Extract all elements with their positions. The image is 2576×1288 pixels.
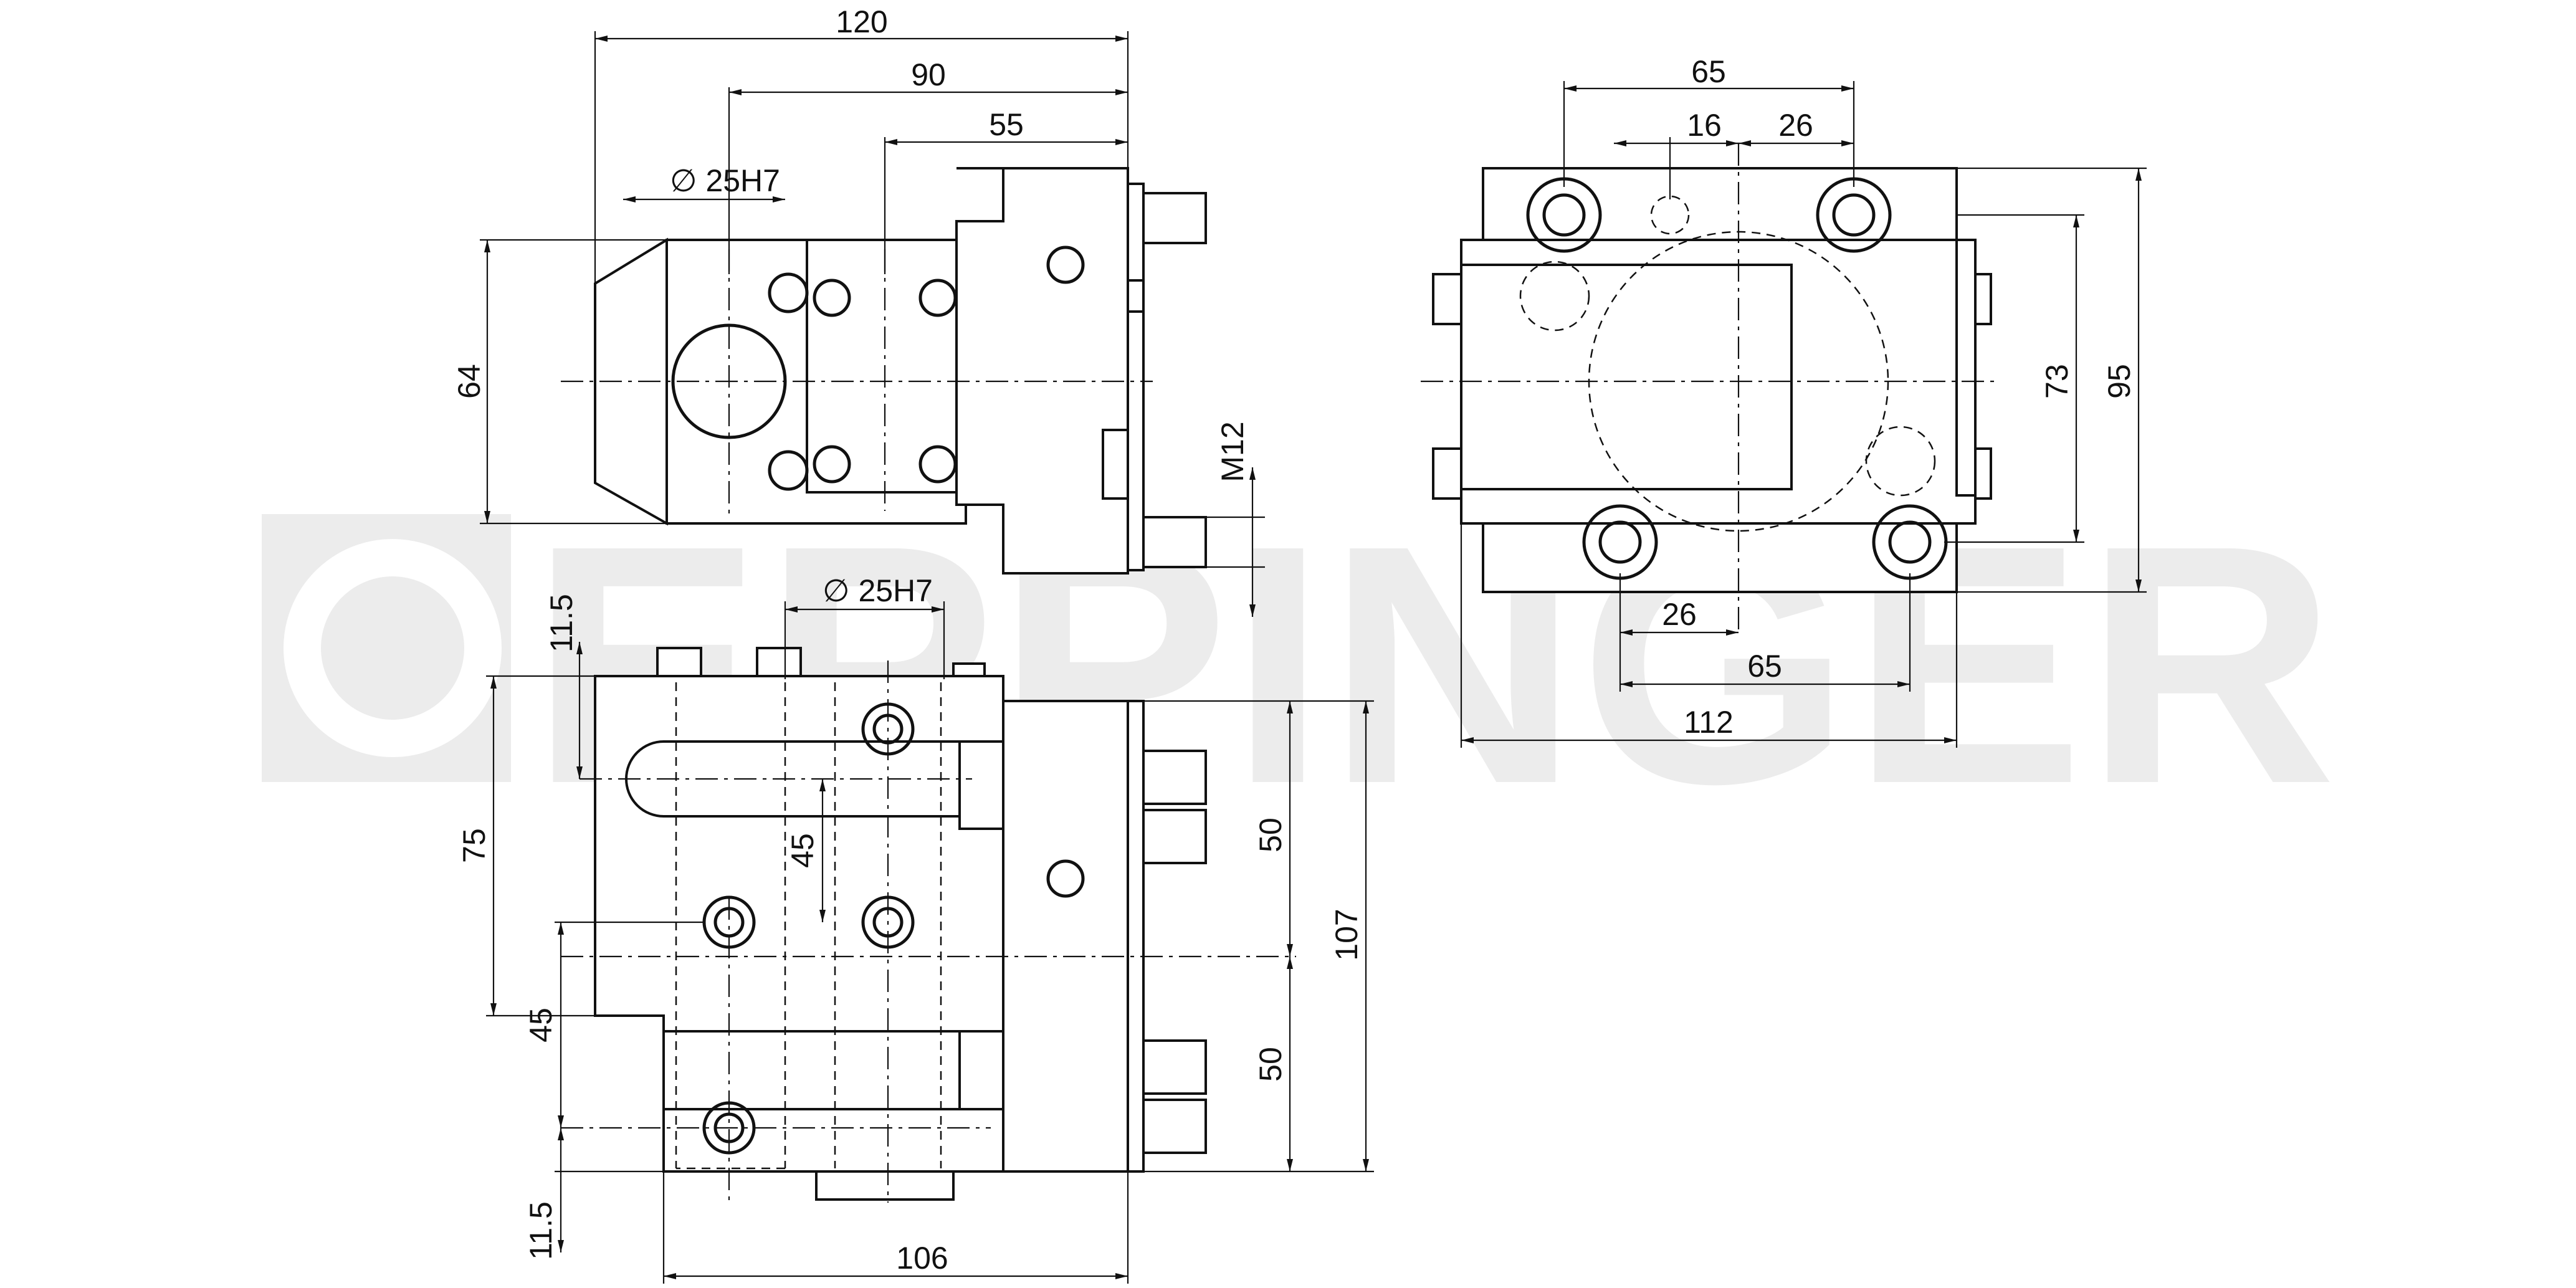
dim-26-top: 26: [1778, 108, 1813, 143]
dim-107: 107: [1329, 909, 1364, 960]
top-view-tab-top-1: [656, 647, 702, 677]
top-view-flange-plate: [1127, 700, 1145, 1173]
top-view-screw-1-inner: [872, 713, 904, 745]
top-view-screw-1: [861, 702, 915, 756]
front-view-screw-2: [813, 279, 851, 317]
side-view-bolt-3-inner: [1598, 520, 1642, 564]
front-view-notch: [1127, 279, 1145, 313]
side-view-right-plate: [1955, 239, 1977, 497]
front-view-key: [1102, 429, 1129, 500]
side-view: 65 16 26 73 95 26 65 112: [1421, 54, 2147, 748]
dim-50-lower: 50: [1253, 1047, 1288, 1082]
side-view-bolt-2-inner: [1832, 193, 1876, 237]
side-view-hidden-hole-3: [1865, 426, 1936, 497]
dim-106: 106: [896, 1241, 948, 1276]
side-view-tab-1: [1432, 273, 1462, 325]
front-view-screw-5: [768, 450, 809, 491]
side-view-slide: [1460, 264, 1793, 490]
side-view-hidden-hole-2: [1519, 260, 1590, 332]
top-view-screw-3-inner: [872, 907, 904, 938]
top-view-screw-5: [1046, 859, 1085, 898]
top-view-bolt-1: [1142, 750, 1207, 805]
front-view: 120 90 55 ∅ 25H7 64 M12: [452, 4, 1265, 617]
dim-64: 64: [452, 364, 487, 399]
dim-bore-front: ∅ 25H7: [670, 163, 780, 198]
dim-90: 90: [911, 57, 946, 92]
watermark-eppinger: EPPINGER: [262, 475, 2337, 854]
dim-95: 95: [2102, 364, 2137, 399]
dim-65-bottom: 65: [1747, 649, 1782, 684]
front-view-bolt-lower: [1142, 516, 1207, 568]
dim-45-inner: 45: [785, 833, 820, 868]
front-view-clamp-block: [806, 239, 958, 494]
front-view-bolt-upper: [1142, 192, 1207, 244]
top-view-screw-4: [702, 1101, 756, 1155]
dim-bore-top: ∅ 25H7: [823, 573, 933, 608]
dim-50-upper: 50: [1253, 818, 1288, 852]
top-view-screw-3: [861, 895, 915, 949]
top-view-flange: [1002, 700, 1129, 1173]
front-view-screw-6: [813, 445, 851, 484]
dim-26-bottom: 26: [1662, 597, 1697, 632]
top-view-tab-top-3: [952, 662, 986, 677]
side-view-tab-3: [1974, 273, 1992, 325]
top-view-screw-4-inner: [713, 1112, 745, 1143]
dim-11-5-top: 11.5: [544, 594, 579, 652]
front-view-screw-3: [918, 279, 957, 317]
dim-16: 16: [1687, 108, 1722, 143]
top-view-bolt-4: [1142, 1099, 1207, 1154]
dim-65-top: 65: [1691, 54, 1726, 89]
top-view-tab-bot-1: [815, 1170, 955, 1201]
dim-73: 73: [2039, 364, 2074, 399]
top-view: ∅ 25H7 11.5 75 45 45 11.5 50 50 107 106: [457, 573, 1374, 1284]
side-view-hidden-hole-1: [1650, 195, 1690, 235]
dim-75: 75: [457, 828, 492, 863]
top-view-bolt-2: [1142, 809, 1207, 864]
dim-45-lower: 45: [523, 1008, 558, 1042]
top-view-bolt-3: [1142, 1039, 1207, 1095]
dim-11-5-bottom: 11.5: [523, 1201, 558, 1260]
top-view-tab-top-2: [756, 647, 802, 677]
dim-55: 55: [989, 107, 1024, 142]
front-view-screw-7: [918, 445, 957, 484]
front-view-screw-4: [1046, 246, 1085, 284]
dim-120: 120: [836, 4, 887, 39]
side-view-tab-4: [1974, 447, 1992, 500]
front-view-screw-1: [768, 272, 809, 313]
top-view-step-1: [958, 740, 1004, 830]
side-view-tab-2: [1432, 447, 1462, 500]
side-view-bolt-4-inner: [1888, 520, 1932, 564]
dim-m12: M12: [1215, 421, 1250, 482]
top-view-screw-2-inner: [713, 907, 745, 938]
front-view-plate: [1127, 183, 1145, 571]
top-view-step-2: [958, 1030, 1004, 1110]
dim-112: 112: [1684, 705, 1734, 740]
side-view-bolt-1-inner: [1542, 193, 1586, 237]
watermark-logo-circle: [284, 539, 502, 757]
